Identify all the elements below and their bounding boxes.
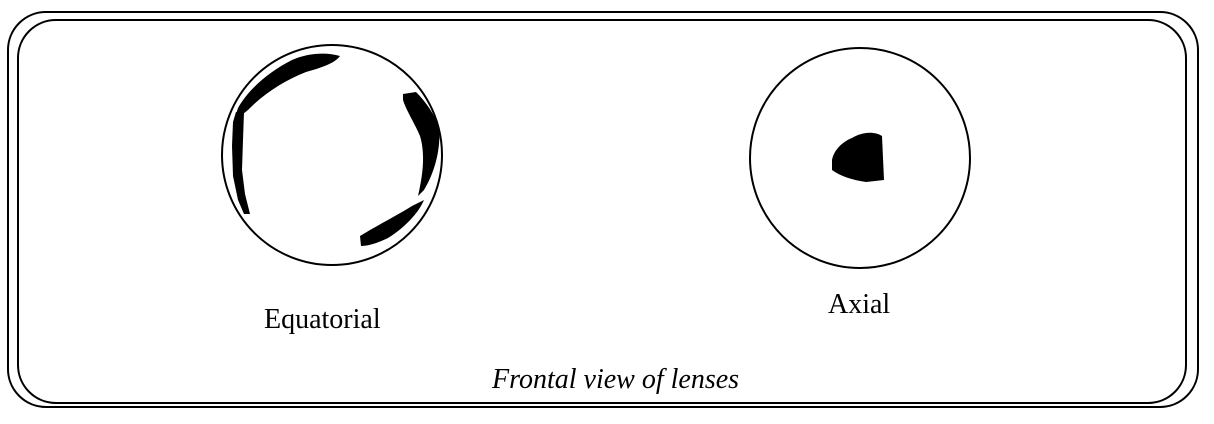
equatorial-lens-outline	[221, 44, 443, 266]
equatorial-label: Equatorial	[264, 304, 381, 335]
diagram-caption: Frontal view of lenses	[492, 364, 740, 395]
equatorial-opacity-right	[403, 92, 440, 196]
axial-label: Axial	[828, 289, 891, 320]
equatorial-lens	[221, 44, 443, 266]
axial-opacity-center	[832, 132, 884, 182]
equatorial-opacity-bottom	[360, 200, 424, 246]
axial-lens	[749, 47, 971, 269]
inner-frame	[17, 19, 1187, 404]
equatorial-opacity-left	[232, 112, 250, 214]
axial-lens-outline	[749, 47, 971, 269]
outer-frame	[7, 11, 1199, 408]
equatorial-opacity-top	[236, 53, 340, 116]
